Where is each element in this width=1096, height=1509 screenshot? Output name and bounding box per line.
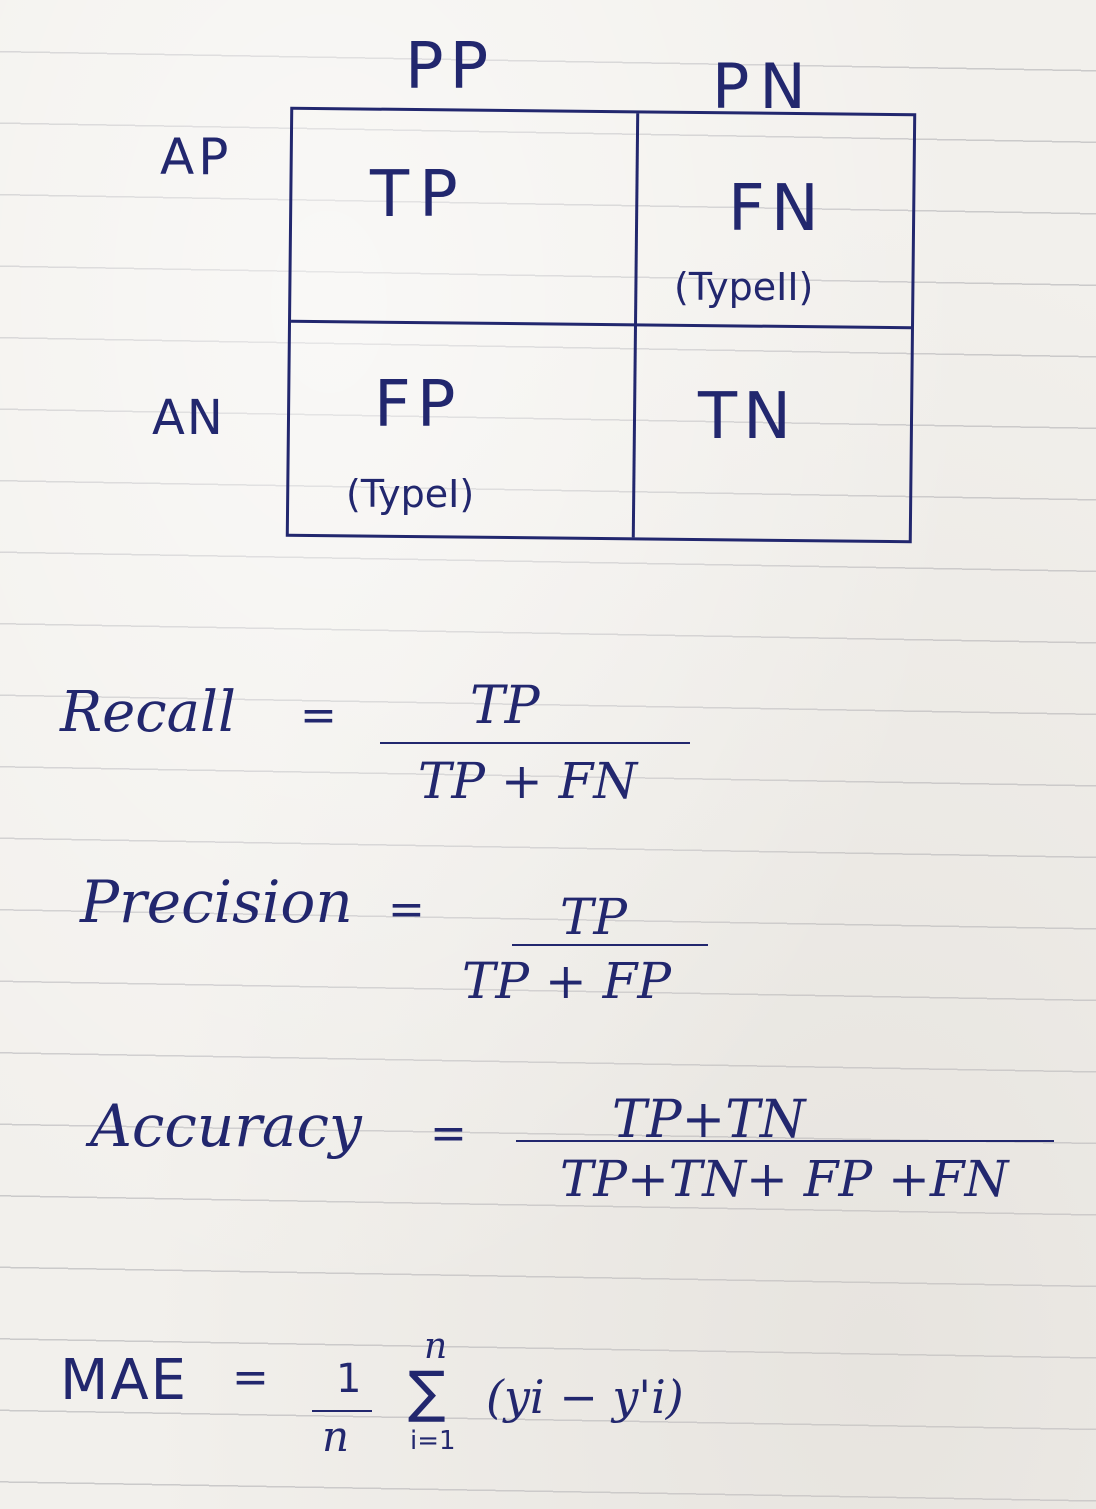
cell-fn: FN [728,172,825,246]
precision-denominator: TP + FP [462,952,672,1010]
precision-fraction-bar [512,944,708,946]
recall-fraction-bar [380,742,690,744]
mae-equals: = [232,1352,269,1403]
matrix-divider-horizontal [291,319,912,330]
row-header-ap: AP [160,128,233,186]
accuracy-fraction-bar [516,1140,1054,1142]
col-header-pp: PP [405,30,495,104]
mae-label: MAE [60,1348,189,1413]
recall-numerator: TP [470,676,540,736]
mae-sum-lower: i=1 [410,1426,456,1456]
mae-fraction-denominator: n [322,1412,350,1461]
recall-label: Recall [60,680,236,745]
mae-fraction-numerator: 1 [336,1356,362,1402]
precision-label: Precision [80,868,353,936]
accuracy-denominator: TP+TN+ FP +FN [560,1150,1009,1208]
cell-fp: FP [374,368,462,442]
col-header-pn: PN [712,50,816,123]
cell-fp-note: (TypeI) [346,472,475,516]
recall-denominator: TP + FN [418,752,638,810]
mae-sum-upper: n [424,1326,448,1367]
cell-tn: TN [698,380,797,454]
sigma-icon: ∑ [408,1360,446,1425]
recall-equals: = [300,690,337,741]
cell-tp: TP [370,158,468,232]
precision-equals: = [388,884,425,935]
accuracy-label: Accuracy [90,1092,362,1160]
precision-numerator: TP [560,888,627,946]
accuracy-equals: = [430,1108,467,1159]
row-header-an: AN [152,390,225,446]
mae-term: (yi − y'i) [486,1370,684,1424]
cell-fn-note: (TypeII) [674,265,814,309]
mae-fraction-bar [312,1410,372,1412]
